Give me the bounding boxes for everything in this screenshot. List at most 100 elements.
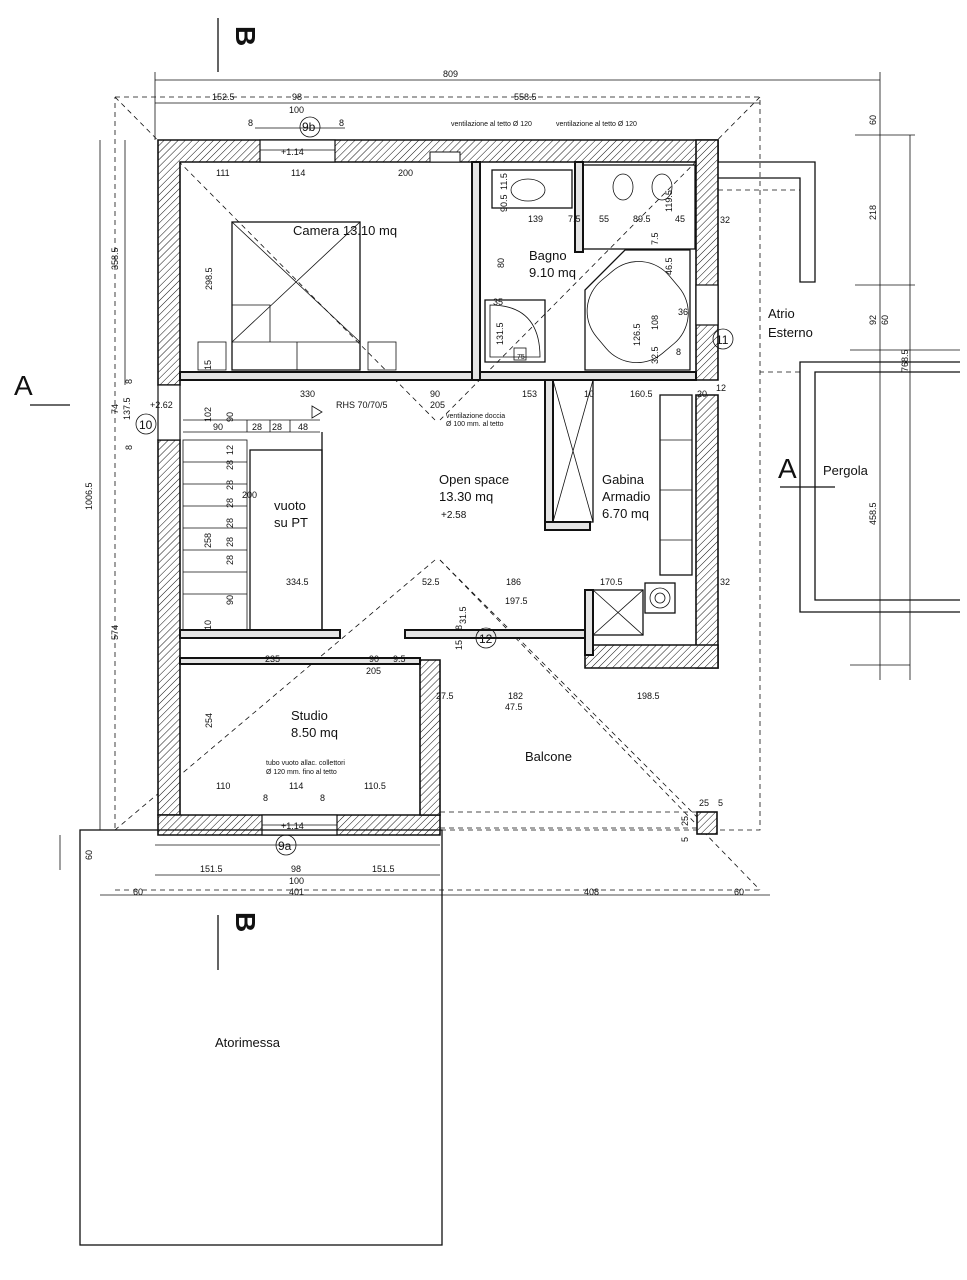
wardrobe [552, 379, 693, 636]
level-window-9a: +1.14 [281, 821, 304, 831]
room-label-atrio: Atrio [768, 306, 795, 321]
dimension-lines [59, 72, 960, 896]
dim-l-10065: 1006.5 [84, 482, 94, 510]
section-mark-b-bottom: B [230, 912, 261, 932]
dim-b-60a: 60 [133, 887, 143, 897]
dim-st-28g: 28 [225, 537, 235, 547]
dim-top-8a: 8 [248, 118, 253, 128]
dim-mid-330: 330 [300, 389, 315, 399]
room-label-vuoto-2: su PT [274, 515, 308, 530]
dim-st-28f: 28 [225, 518, 235, 528]
room-label-bagno: Bagno [529, 248, 567, 263]
room-label-gabina: Gabina [602, 472, 645, 487]
dim-s-114: 114 [289, 781, 303, 791]
dim-s-182: 182 [508, 691, 523, 701]
dim-bath-36: 36 [678, 307, 688, 317]
window-tag-11: 11 [716, 333, 729, 347]
dim-bath-1265: 126.5 [632, 323, 642, 346]
dim-os-315: 31.5 [458, 606, 468, 624]
dim-bath-115: 11.5 [499, 173, 509, 190]
dim-s-25a: 25 [699, 798, 709, 808]
stairs [182, 405, 323, 631]
level-window-10: +2.62 [150, 400, 173, 410]
window-tag-9a: 9a [278, 839, 292, 853]
dim-bath-35: 35 [493, 297, 503, 307]
room-label-atrio-2: Esterno [768, 325, 813, 340]
dim-s-1105: 110.5 [364, 781, 386, 791]
dim-st-200: 200 [242, 490, 257, 500]
dimension-labels: 809 152.5 558.5 98 100 8 8 111 114 200 2… [84, 69, 910, 897]
dim-os-186: 186 [506, 577, 521, 587]
dim-os-1705: 170.5 [600, 577, 623, 587]
note-tubo-2: Ø 120 mm. fino al tetto [266, 769, 337, 776]
dim-mid-1605: 160.5 [630, 389, 653, 399]
dim-s-8a: 8 [263, 793, 268, 803]
dim-st-28b: 28 [272, 422, 282, 432]
dim-b-1515a: 151.5 [200, 864, 223, 874]
dim-bath-108: 108 [650, 315, 660, 330]
dim-r-32a: 32 [720, 215, 730, 225]
room-label-camera: Camera 13.10 mq [293, 223, 397, 238]
dim-r-7685: 768.5 [900, 349, 910, 372]
window-tag-9b: 9b [302, 120, 316, 134]
dim-top-left: 152.5 [212, 92, 235, 102]
dim-st-48: 48 [298, 422, 308, 432]
room-label-vuoto: vuoto [274, 498, 306, 513]
dim-s-205: 205 [366, 666, 381, 676]
room-label-bagno-area: 9.10 mq [529, 265, 576, 280]
dim-l-8a: 8 [124, 379, 134, 384]
dim-top-win: 98 [292, 92, 302, 102]
dim-top-8b: 8 [339, 118, 344, 128]
section-mark-a-left: A [14, 370, 33, 401]
dim-mid-90: 90 [430, 389, 440, 399]
dim-r-60a: 60 [868, 115, 878, 125]
dim-s-275: 27.5 [436, 691, 454, 701]
dim-s-5b: 5 [680, 837, 690, 842]
dim-s-110a: 110 [216, 781, 230, 791]
dim-b-100: 100 [289, 876, 304, 886]
dim-s-90: 90 [369, 654, 379, 664]
dim-bath-895: 89.5 [633, 214, 651, 224]
level-window-9b: +1.14 [281, 147, 304, 157]
room-label-studio-area: 8.50 mq [291, 725, 338, 740]
note-vent-1: ventilazione al tetto Ø 120 [451, 121, 532, 128]
dim-bath-1195: 119.5 [664, 190, 674, 212]
room-label-atorimessa: Atorimessa [215, 1035, 281, 1050]
dim-r-218: 218 [868, 205, 878, 220]
dim-s-475: 47.5 [505, 702, 523, 712]
windows [157, 139, 719, 836]
note-vent-2: ventilazione al tetto Ø 120 [556, 121, 637, 128]
dim-st-12: 12 [225, 445, 235, 455]
dim-l-3585: 358.5 [110, 247, 120, 270]
dim-r-92: 92 [868, 315, 878, 325]
dim-s-254: 254 [204, 713, 214, 728]
dim-bath-139: 139 [528, 214, 543, 224]
room-label-gabina-area: 6.70 mq [602, 506, 649, 521]
dim-cam-111: 111 [216, 168, 230, 178]
dim-top-right: 558.5 [514, 92, 537, 102]
room-label-gabina-2: Armadio [602, 489, 650, 504]
room-label-studio: Studio [291, 708, 328, 723]
dim-mid-153: 153 [522, 389, 537, 399]
dim-s-1985: 198.5 [637, 691, 660, 701]
dim-st-28e: 28 [225, 498, 235, 508]
dim-b-1515b: 151.5 [372, 864, 395, 874]
dim-b-60l: 60 [84, 850, 94, 860]
bed [197, 221, 397, 371]
dim-l-74: 74 [110, 404, 120, 414]
dim-b-401: 401 [289, 887, 304, 897]
dim-top-total: 809 [443, 69, 458, 79]
dim-l-574: 574 [110, 625, 120, 640]
section-marks: B B A A [14, 18, 835, 970]
dim-b-98: 98 [291, 864, 301, 874]
interior-walls [179, 161, 697, 665]
section-mark-a-right: A [778, 453, 797, 484]
room-label-pergola: Pergola [823, 463, 869, 478]
bathroom-fixtures [484, 164, 696, 371]
dim-mid-15: 15 [203, 360, 213, 370]
dim-cam-200: 200 [398, 168, 413, 178]
level-open-space: +2.58 [441, 510, 467, 521]
dim-bath-75c: 75 [517, 354, 525, 361]
exterior-walls [157, 139, 719, 836]
